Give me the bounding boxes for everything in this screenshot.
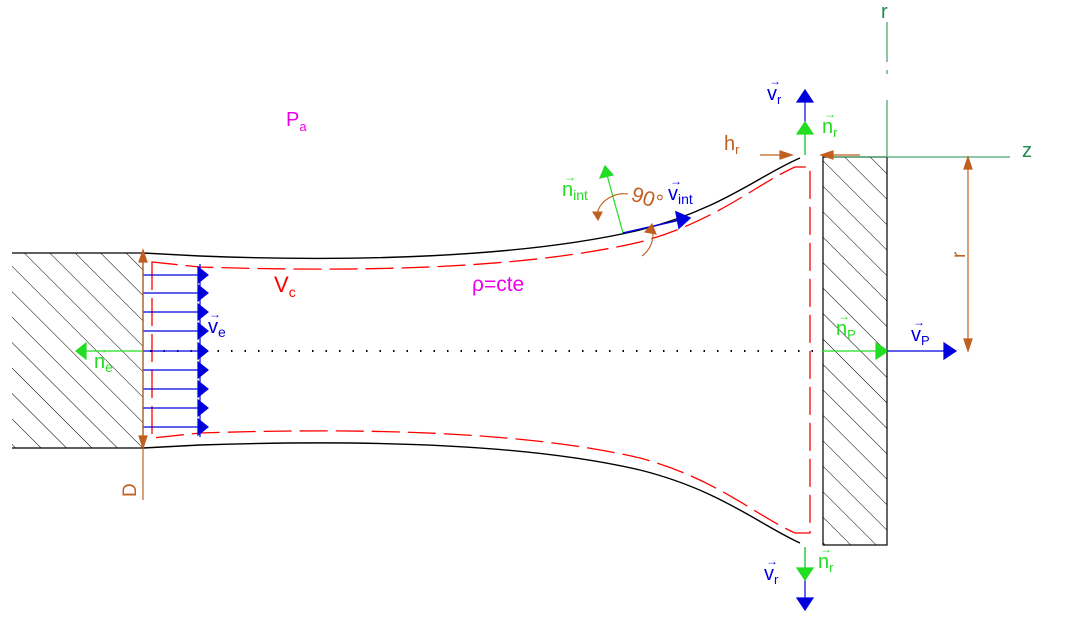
d-label: D bbox=[120, 483, 141, 497]
r-dimension bbox=[963, 155, 973, 353]
r-axis-label: r bbox=[881, 1, 888, 23]
ve-vector-mark: → bbox=[209, 307, 221, 321]
nr-top-arrow bbox=[795, 120, 815, 155]
angle-label: 90° bbox=[628, 183, 665, 215]
vr-top-vector-mark: → bbox=[769, 74, 781, 88]
nr-top-label: nr bbox=[822, 116, 838, 140]
vp-arrow bbox=[887, 341, 958, 361]
jet-outline bbox=[142, 157, 801, 544]
nint-label: nint bbox=[562, 179, 588, 203]
np-vector-mark: → bbox=[838, 309, 850, 323]
nr-bottom-arrow bbox=[795, 547, 815, 582]
vc-label: Vc bbox=[274, 272, 296, 300]
np-label: nP bbox=[836, 318, 856, 342]
r-dimension-label: r bbox=[949, 251, 970, 258]
nr-bottom-label: nr bbox=[818, 551, 834, 575]
ne-vector-mark: → bbox=[96, 342, 108, 356]
control-volume bbox=[151, 166, 811, 534]
vr-bottom-label: vr bbox=[764, 563, 779, 587]
right-angle-mark bbox=[592, 193, 657, 257]
vr-bottom-vector-mark: → bbox=[766, 554, 778, 568]
pa-label: Pa bbox=[286, 109, 307, 134]
vint-arrow bbox=[622, 210, 692, 234]
ne-label: ne bbox=[94, 351, 113, 375]
nr-bottom-vector-mark: → bbox=[820, 542, 832, 556]
vint-label: vint bbox=[668, 183, 693, 207]
diameter-dimension bbox=[138, 248, 148, 500]
nint-arrow bbox=[598, 164, 624, 234]
np-arrow bbox=[822, 341, 890, 361]
vp-label: vP bbox=[911, 324, 930, 348]
vr-top-label: vr bbox=[767, 83, 782, 107]
velocity-profile bbox=[143, 264, 209, 437]
coordinate-axes bbox=[830, 22, 1010, 158]
vint-vector-mark: → bbox=[670, 174, 682, 188]
nint-vector-mark: → bbox=[564, 170, 576, 184]
ve-label: ve bbox=[208, 316, 226, 340]
rho-label: ρ=cte bbox=[472, 273, 524, 296]
vp-vector-mark: → bbox=[913, 315, 925, 329]
nr-top-vector-mark: → bbox=[824, 107, 836, 121]
ne-arrow bbox=[75, 341, 143, 361]
hr-label: hr bbox=[724, 133, 740, 157]
hr-dimension bbox=[760, 150, 860, 160]
z-axis-label: z bbox=[1022, 140, 1032, 162]
